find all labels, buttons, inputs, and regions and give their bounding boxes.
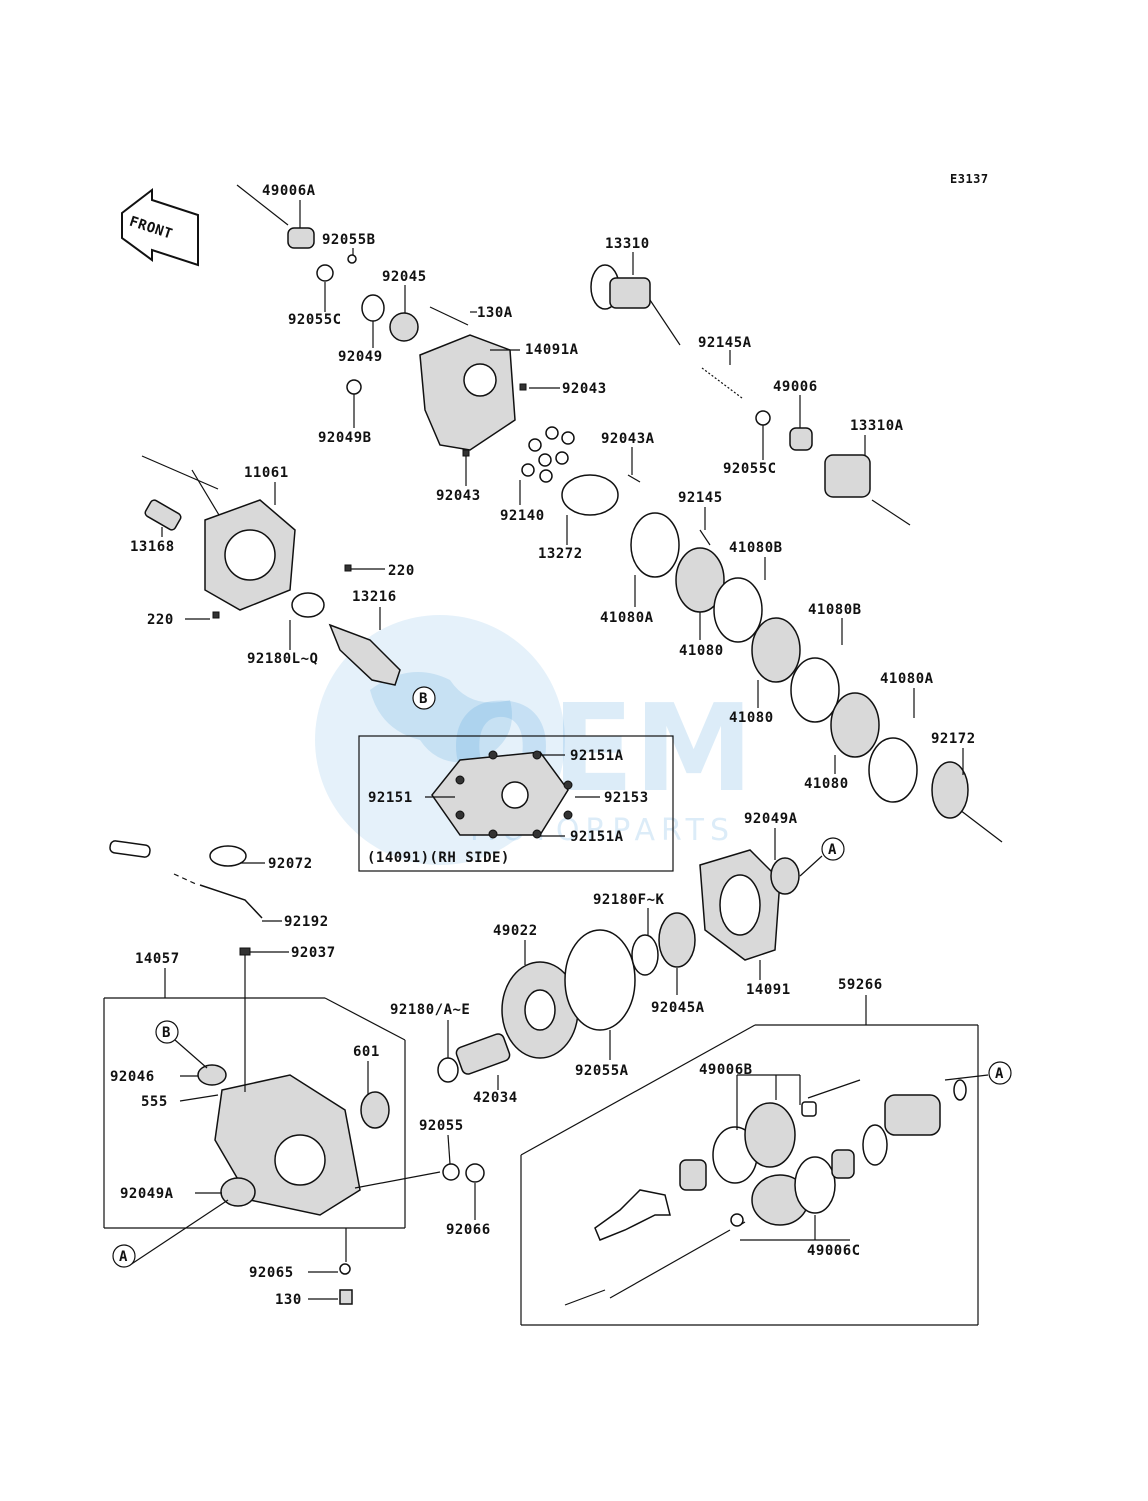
- label-92043A: 92043A: [601, 431, 655, 447]
- label-13310A: 13310A: [850, 418, 904, 434]
- left-cover-assembly: [144, 499, 401, 686]
- callout-b-2: [155, 1020, 179, 1044]
- label-13216: 13216: [352, 589, 397, 605]
- leaders: [161, 200, 989, 1300]
- inset-label-92151: 92151: [368, 790, 413, 806]
- callout-a-1: [821, 837, 845, 861]
- label-49006: 49006: [773, 379, 818, 395]
- label-92043-b: 92043: [436, 488, 481, 504]
- label-92055C: 92055C: [288, 312, 342, 328]
- label-220-a: 220: [388, 563, 415, 579]
- lower-left-housing: [103, 840, 406, 1305]
- label-92192: 92192: [284, 914, 329, 930]
- callout-a-3: [988, 1061, 1012, 1085]
- label-92055C-b: 92055C: [723, 461, 777, 477]
- differential-parts: [521, 426, 711, 546]
- label-14091: 14091: [746, 982, 791, 998]
- callout-a-1-text: A: [828, 842, 837, 858]
- label-41080-b: 41080: [729, 710, 774, 726]
- inset-caption: (14091)(RH SIDE): [367, 850, 510, 866]
- label-13310: 13310: [605, 236, 650, 252]
- label-13168: 13168: [130, 539, 175, 555]
- label-41080-a: 41080: [679, 643, 724, 659]
- label-92066: 92066: [446, 1222, 491, 1238]
- label-601: 601: [353, 1044, 380, 1060]
- inset-label-92153: 92153: [604, 790, 649, 806]
- inset-label-92151A-bottom: 92151A: [570, 829, 624, 845]
- label-41080A-a: 41080A: [600, 610, 654, 626]
- label-41080-c: 41080: [804, 776, 849, 792]
- callout-b-2-text: B: [162, 1025, 171, 1041]
- label-14057: 14057: [135, 951, 180, 967]
- label-92145A: 92145A: [698, 335, 752, 351]
- label-92055A: 92055A: [575, 1063, 629, 1079]
- label-92172: 92172: [931, 731, 976, 747]
- label-220-b: 220: [147, 612, 174, 628]
- callout-b-1-text: B: [419, 691, 428, 707]
- label-92043-a: 92043: [562, 381, 607, 397]
- label-49022: 49022: [493, 923, 538, 939]
- label-92055B: 92055B: [322, 232, 376, 248]
- label-14091A: 14091A: [525, 342, 579, 358]
- label-13272: 13272: [538, 546, 583, 562]
- callout-a-2: [112, 1244, 136, 1268]
- callout-b-1: [412, 686, 436, 710]
- label-92046: 92046: [110, 1069, 155, 1085]
- label-59266: 59266: [838, 977, 883, 993]
- label-92065: 92065: [249, 1265, 294, 1281]
- label-92140: 92140: [500, 508, 545, 524]
- part-labels: 49006A 92055B 92055C 92045 130A 92049 14…: [110, 183, 976, 1308]
- label-92049A-a: 92049A: [120, 1186, 174, 1202]
- label-49006B: 49006B: [699, 1062, 753, 1078]
- label-92055: 92055: [419, 1118, 464, 1134]
- clutch-plates: [630, 512, 969, 819]
- callout-a-3-text: A: [995, 1066, 1004, 1082]
- inset-rh-side: (14091)(RH SIDE) 92151A 92151 92153 9215…: [358, 735, 674, 872]
- ring-gear-assembly: [354, 849, 800, 1189]
- label-130: 130: [275, 1292, 302, 1308]
- label-92180-A-E: 92180/A~E: [390, 1002, 470, 1018]
- label-41080A-b: 41080A: [880, 671, 934, 687]
- label-41080B-b: 41080B: [808, 602, 862, 618]
- front-arrow: FRONT: [121, 187, 199, 267]
- gear-case-cover-assembly: [287, 227, 527, 457]
- label-555: 555: [141, 1094, 168, 1110]
- label-92049A-b: 92049A: [744, 811, 798, 827]
- label-92049: 92049: [338, 349, 383, 365]
- inset-label-92151A-top: 92151A: [570, 748, 624, 764]
- callout-a-2-text: A: [119, 1249, 128, 1265]
- label-92145: 92145: [678, 490, 723, 506]
- label-92045A: 92045A: [651, 1000, 705, 1016]
- label-92045: 92045: [382, 269, 427, 285]
- label-92037: 92037: [291, 945, 336, 961]
- label-11061: 11061: [244, 465, 289, 481]
- drive-shaft-assembly: [590, 264, 871, 498]
- label-41080B-a: 41080B: [729, 540, 783, 556]
- axle-shaft-box: [520, 995, 979, 1326]
- callout-markers: B B A A A: [112, 686, 1012, 1268]
- label-92180F-K: 92180F~K: [593, 892, 665, 908]
- label-92072: 92072: [268, 856, 313, 872]
- label-49006A: 49006A: [262, 183, 316, 199]
- label-49006C: 49006C: [807, 1243, 861, 1259]
- label-130A: 130A: [477, 305, 513, 321]
- diagram-code: E3137: [950, 172, 989, 186]
- label-92180L-Q: 92180L~Q: [247, 651, 318, 667]
- label-92049B: 92049B: [318, 430, 372, 446]
- label-42034: 42034: [473, 1090, 518, 1106]
